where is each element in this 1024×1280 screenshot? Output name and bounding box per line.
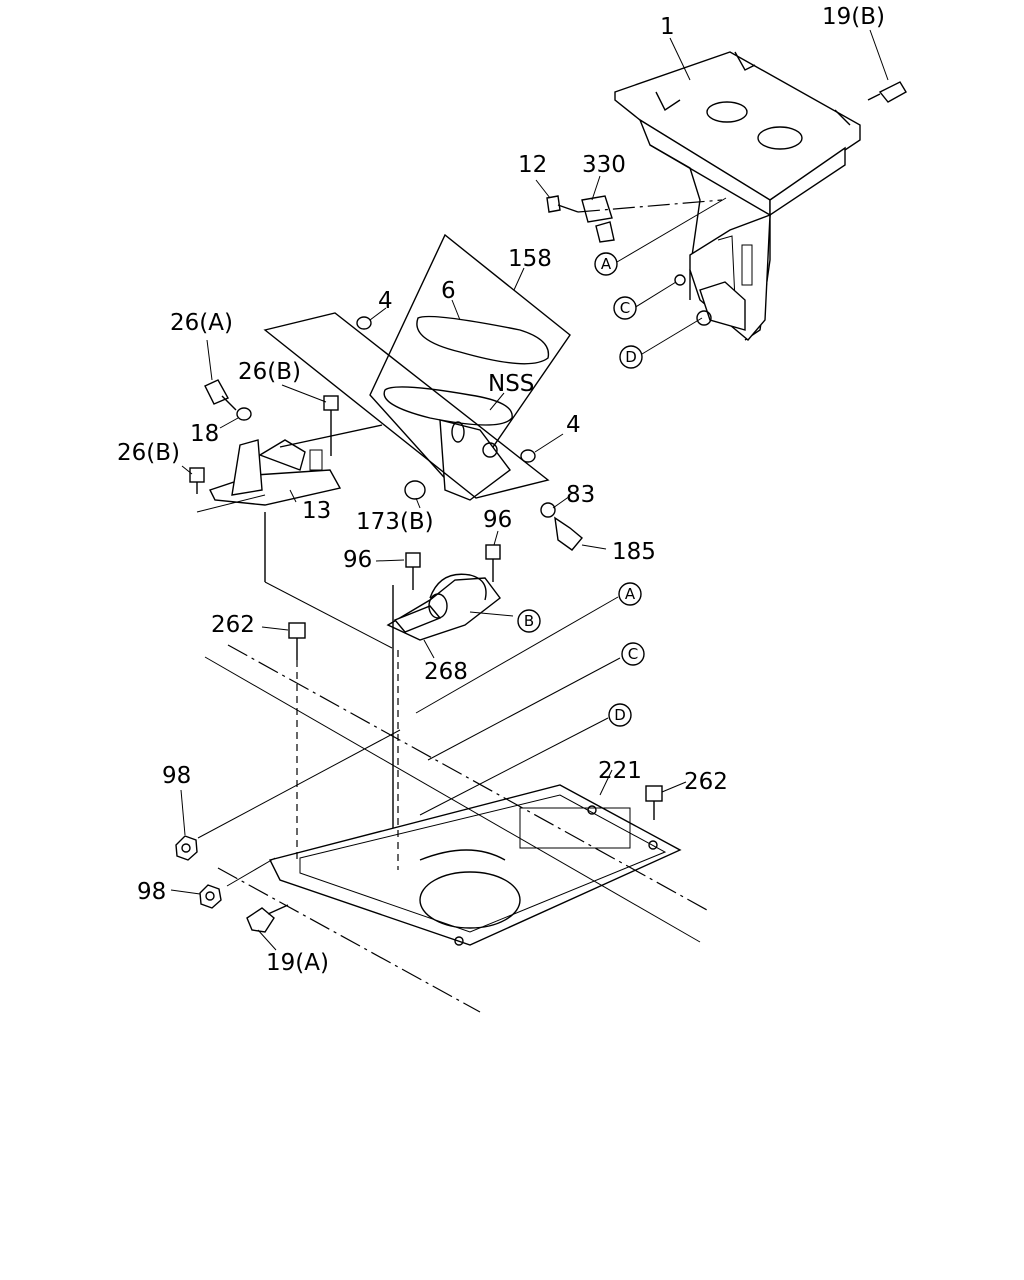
bolt-12: [546, 195, 579, 213]
line-26b-to-13: [196, 494, 266, 513]
part-nss-lever: [383, 386, 513, 501]
washer-83: [540, 502, 556, 518]
ref-marker-d-upper: D: [619, 345, 643, 369]
ref-line-c-upper: [633, 281, 677, 309]
bushing-173b: [404, 480, 426, 500]
guide-line-2: [227, 644, 708, 911]
label-part-18: 18: [190, 421, 219, 447]
bushing-4-right: [520, 449, 536, 463]
part-13-bracket: [209, 424, 383, 506]
line-98b-to-plate: [226, 857, 276, 887]
part-268-housing: [386, 573, 501, 641]
bolt-19a: [246, 904, 289, 933]
clip-330: [581, 195, 615, 243]
part-1-bracket-box: [614, 51, 861, 341]
leader-lines: [170, 29, 889, 951]
svg-text:D: D: [614, 706, 626, 724]
label-part-19a: 19(A): [266, 950, 329, 976]
ref-line-c: [427, 657, 621, 761]
label-part-96-left: 96: [343, 547, 372, 573]
ref-marker-a-lower: A: [618, 582, 642, 606]
label-part-173b: 173(B): [356, 509, 434, 535]
label-part-13: 13: [302, 498, 331, 524]
svg-text:A: A: [625, 585, 636, 603]
label-part-83: 83: [566, 482, 595, 508]
label-nss: NSS: [488, 371, 534, 397]
label-part-185: 185: [612, 539, 656, 565]
label-part-26b-left: 26(B): [117, 440, 180, 466]
label-part-6: 6: [441, 278, 456, 304]
svg-text:B: B: [524, 612, 534, 630]
label-part-19b: 19(B): [822, 4, 885, 30]
label-part-26b-top: 26(B): [238, 359, 301, 385]
bolt-26b-left: [189, 467, 205, 494]
label-part-330: 330: [582, 152, 626, 178]
pin-185: [554, 516, 583, 551]
line-12-to-1: [577, 199, 723, 213]
label-part-262-left: 262: [211, 612, 255, 638]
ref-marker-d-lower: D: [608, 703, 632, 727]
label-part-98-lower: 98: [137, 879, 166, 905]
bolt-96-right: [485, 544, 501, 582]
ref-line-d: [419, 717, 609, 816]
bolt-262-right: [645, 785, 663, 820]
guide-line-3: [217, 867, 481, 1013]
svg-text:D: D: [625, 348, 637, 366]
bolt-262-left: [288, 622, 306, 660]
line-98-to-plate: [197, 729, 401, 839]
ref-line-b: [469, 611, 514, 617]
part-6-cover: [416, 315, 550, 365]
nut-98-upper: [175, 835, 198, 861]
bolt-19b: [867, 81, 907, 103]
label-part-26a: 26(A): [170, 310, 233, 336]
ref-marker-c-lower: C: [621, 642, 645, 666]
pivot-box-outline: [263, 312, 550, 499]
svg-text:A: A: [601, 255, 612, 273]
label-part-4-upper: 4: [378, 288, 393, 314]
ref-line-a: [415, 596, 619, 714]
bolt-26a: [204, 379, 237, 411]
ref-line-a-upper: [616, 197, 727, 263]
label-part-158: 158: [508, 246, 552, 272]
label-part-4-right: 4: [566, 412, 581, 438]
washer-18: [236, 407, 252, 421]
label-part-268: 268: [424, 659, 468, 685]
label-part-221: 221: [598, 758, 642, 784]
label-part-12: 12: [518, 152, 547, 178]
svg-text:C: C: [628, 645, 638, 663]
label-part-98-upper: 98: [162, 763, 191, 789]
ref-line-d-upper: [641, 317, 703, 355]
guide-line-1: [204, 656, 701, 943]
label-part-262-right: 262: [684, 769, 728, 795]
svg-text:C: C: [620, 299, 630, 317]
ref-marker-c-upper: C: [613, 296, 637, 320]
nut-98-lower: [199, 884, 222, 909]
ref-marker-b: B: [517, 609, 541, 633]
label-part-1: 1: [660, 14, 675, 40]
part-221-floor-plate: [268, 784, 682, 946]
bolt-26b-top: [323, 395, 339, 456]
bushing-4-upper: [356, 316, 372, 330]
bolt-96-left: [405, 552, 421, 590]
ref-marker-a-upper: A: [594, 252, 618, 276]
line-13-to-268: [264, 581, 393, 649]
label-part-96-right: 96: [483, 507, 512, 533]
